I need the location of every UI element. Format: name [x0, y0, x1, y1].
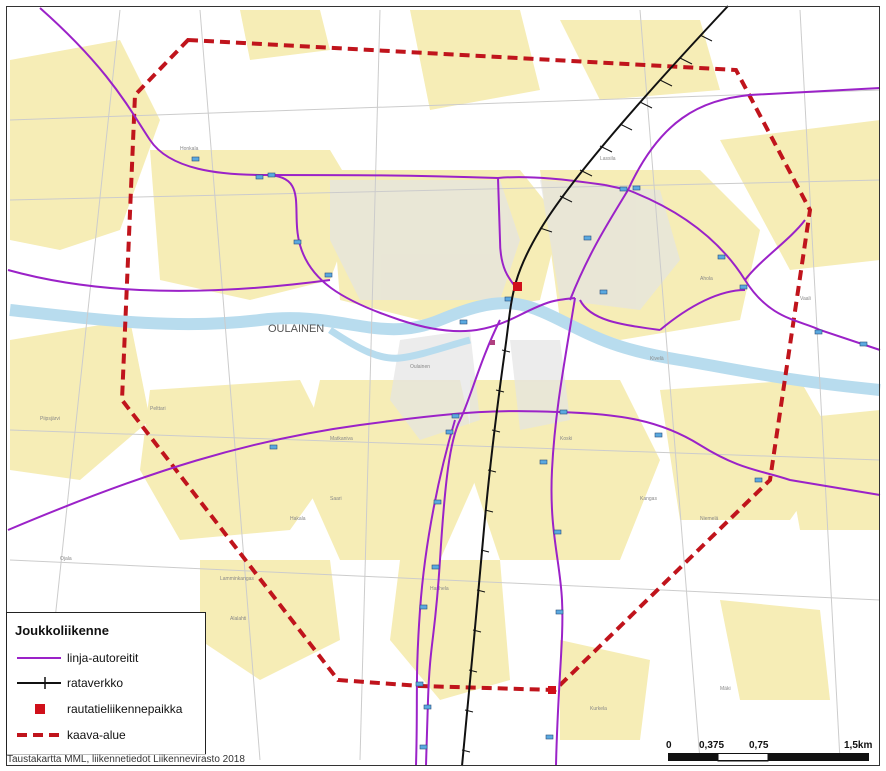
road-network [9, 9, 881, 761]
scale-label-1: 0,375 [699, 740, 725, 751]
legend-item-bus-routes: linja-autoreitit [15, 648, 138, 668]
legend-item-plan-area: kaava-alue [15, 725, 126, 745]
svg-text:Vaali: Vaali [800, 296, 811, 302]
map-credit: Taustakartta MML, liikennetiedot Liikenn… [7, 754, 245, 765]
svg-text:Pelttari: Pelttari [150, 406, 166, 412]
railway-stations [490, 282, 556, 694]
red-square-icon [15, 699, 63, 719]
svg-text:Hakala: Hakala [290, 516, 306, 522]
svg-text:Kurkela: Kurkela [590, 706, 607, 712]
svg-text:Koski: Koski [560, 436, 572, 442]
svg-text:Honkala: Honkala [180, 146, 199, 152]
scale-bar: 0 0,375 0,75 1,5km [664, 740, 876, 764]
legend-label: linja-autoreitit [67, 651, 139, 665]
svg-text:Piipsjärvi: Piipsjärvi [40, 416, 60, 422]
svg-text:Ojala: Ojala [60, 556, 72, 562]
legend: Joukkoliikenne linja-autoreitit rataverk… [6, 612, 206, 755]
svg-text:Kangas: Kangas [640, 496, 657, 502]
legend-label: rautatieliikennepaikka [67, 702, 183, 716]
legend-title: Joukkoliikenne [15, 623, 109, 638]
scale-label-0: 0 [666, 740, 672, 751]
bus-stops [191, 156, 868, 750]
rail-line-icon [15, 673, 63, 693]
svg-text:Niemelä: Niemelä [700, 516, 719, 522]
place-label-oulainen: OULAINEN [268, 323, 324, 335]
svg-text:Alalahti: Alalahti [230, 616, 246, 622]
svg-text:Kivelä: Kivelä [650, 356, 664, 362]
scale-label-2: 0,75 [749, 740, 769, 751]
svg-text:Oulainen: Oulainen [410, 364, 430, 370]
svg-text:Mäki: Mäki [720, 686, 731, 692]
map-frame [6, 6, 880, 766]
bus-routes [7, 7, 881, 766]
rail-line [461, 5, 729, 767]
svg-text:Lassila: Lassila [600, 156, 616, 162]
scale-bar-graphic [668, 753, 869, 762]
plan-area-boundary [119, 37, 813, 693]
legend-label: kaava-alue [67, 728, 126, 742]
legend-item-station: rautatieliikennepaikka [15, 699, 182, 719]
small-place-labels: Oulainen Piipsjärvi Honkala Matkaniva La… [40, 146, 811, 712]
red-dashed-line-icon [15, 725, 63, 745]
scale-label-3: 1,5km [844, 740, 873, 751]
urban-areas [10, 10, 880, 740]
legend-item-rail: rataverkko [15, 673, 123, 693]
svg-text:Hanhela: Hanhela [430, 586, 449, 592]
svg-text:Lamminkangas: Lamminkangas [220, 576, 254, 582]
svg-text:Saari: Saari [330, 496, 342, 502]
legend-label: rataverkko [67, 676, 124, 690]
svg-text:Ahola: Ahola [700, 276, 713, 282]
purple-line-icon [15, 648, 63, 668]
river [9, 297, 881, 396]
svg-text:Matkaniva: Matkaniva [330, 436, 353, 442]
